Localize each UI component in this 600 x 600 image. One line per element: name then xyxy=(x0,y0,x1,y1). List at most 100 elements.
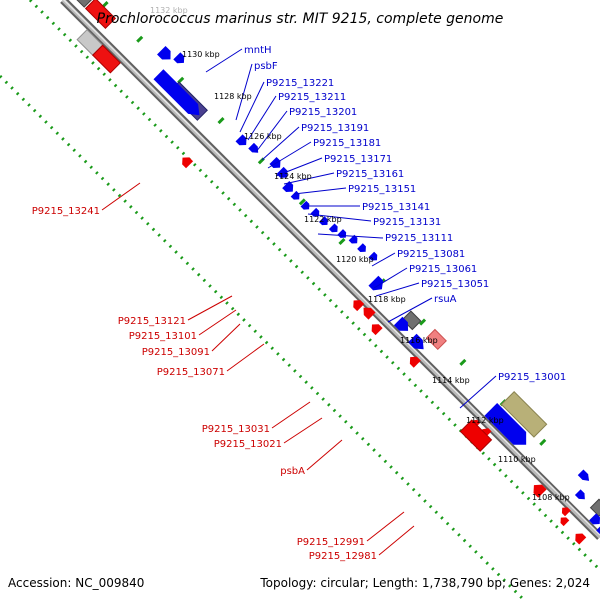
forward-gene-small-1[interactable] xyxy=(157,45,171,60)
gene-label-P9215_13081[interactable]: P9215_13081 xyxy=(397,249,465,260)
forward-gene-13-shape[interactable] xyxy=(368,251,378,261)
reverse-gene-13241-shape[interactable] xyxy=(182,157,194,169)
forward-gene-0-shape[interactable] xyxy=(235,134,247,146)
forward-gene-13[interactable] xyxy=(368,251,378,261)
gene-label-psbF[interactable]: psbF xyxy=(254,61,278,72)
forward-gene-mntH[interactable] xyxy=(153,69,200,116)
misc-feature-13001[interactable] xyxy=(500,391,548,438)
reverse-gene-13101[interactable] xyxy=(363,307,376,320)
gene-label-psbA[interactable]: psbA xyxy=(280,466,305,477)
gene-label-P9215_13221[interactable]: P9215_13221 xyxy=(266,78,334,89)
gene-label-P9215_13181[interactable]: P9215_13181 xyxy=(313,138,381,149)
reverse-gene-13121-shape[interactable] xyxy=(353,300,365,312)
forward-gene-5[interactable] xyxy=(290,190,300,200)
gene-label-P9215_13061[interactable]: P9215_13061 xyxy=(409,264,477,275)
forward-gene-br-2[interactable] xyxy=(574,489,585,500)
gene-label-P9215_13151[interactable]: P9215_13151 xyxy=(348,184,416,195)
reverse-feature-rsuA[interactable] xyxy=(425,328,447,351)
forward-gene-10[interactable] xyxy=(337,229,347,238)
forward-gene-13001[interactable] xyxy=(484,403,527,445)
forward-gene-br-4-shape[interactable] xyxy=(596,522,600,535)
gene-label-P9215_13141[interactable]: P9215_13141 xyxy=(362,202,430,213)
reverse-gene-12991-shape[interactable] xyxy=(533,484,547,498)
reverse-gene-13071[interactable] xyxy=(409,356,421,368)
reverse-leader-7 xyxy=(306,439,343,471)
reverse-gene-12971-shape[interactable] xyxy=(575,533,587,545)
gene-label-P9215_13101[interactable]: P9215_13101 xyxy=(129,331,197,342)
forward-gene-1-shape[interactable] xyxy=(248,142,259,153)
forward-gene-13051[interactable] xyxy=(408,333,424,350)
gene-label-P9215_13241[interactable]: P9215_13241 xyxy=(32,206,100,217)
reverse-gene-13241[interactable] xyxy=(182,157,194,169)
gene-label-P9215_13001[interactable]: P9215_13001 xyxy=(498,372,566,383)
forward-gene-12-shape[interactable] xyxy=(357,243,366,253)
forward-gene-br-2-shape[interactable] xyxy=(574,489,585,500)
gene-label-P9215_13071[interactable]: P9215_13071 xyxy=(157,367,225,378)
forward-gene-13061[interactable] xyxy=(393,316,409,331)
forward-gene-12[interactable] xyxy=(357,243,366,253)
forward-gene-14[interactable] xyxy=(368,275,384,291)
forward-gene-4[interactable] xyxy=(282,181,294,192)
gene-label-P9215_13211[interactable]: P9215_13211 xyxy=(278,92,346,103)
forward-gene-br-1-shape[interactable] xyxy=(577,469,590,481)
forward-gene-10-shape[interactable] xyxy=(337,229,347,238)
forward-gene-11-shape[interactable] xyxy=(348,234,358,244)
reverse-gene-12975[interactable] xyxy=(561,507,571,517)
forward-gene-6[interactable] xyxy=(300,200,310,210)
forward-gene-13051-shape[interactable] xyxy=(408,333,424,350)
gene-label-P9215_13091[interactable]: P9215_13091 xyxy=(142,347,210,358)
gene-label-P9215_13131[interactable]: P9215_13131 xyxy=(373,217,441,228)
forward-gene-small-1-shape[interactable] xyxy=(157,45,171,60)
gene-label-P9215_13031[interactable]: P9215_13031 xyxy=(202,424,270,435)
reverse-gene-12981[interactable] xyxy=(560,517,570,527)
forward-gene-8[interactable] xyxy=(318,216,328,226)
gene-label-P9215_13121[interactable]: P9215_13121 xyxy=(118,316,186,327)
forward-gene-9[interactable] xyxy=(328,223,338,233)
reverse-gene-12991[interactable] xyxy=(533,484,547,498)
forward-gene-13001-shape[interactable] xyxy=(484,403,527,445)
forward-gene-13061-shape[interactable] xyxy=(393,316,409,331)
reverse-gene-13071-shape[interactable] xyxy=(409,356,421,368)
gene-label-P9215_13161[interactable]: P9215_13161 xyxy=(336,169,404,180)
reverse-gene-13091[interactable] xyxy=(371,324,383,336)
gene-label-P9215_13021[interactable]: P9215_13021 xyxy=(214,439,282,450)
gene-label-P9215_12991[interactable]: P9215_12991 xyxy=(297,537,365,548)
forward-gene-4-shape[interactable] xyxy=(282,181,294,192)
forward-gene-6-shape[interactable] xyxy=(300,200,310,210)
gene-label-P9215_13171[interactable]: P9215_13171 xyxy=(324,154,392,165)
gene-label-mntH[interactable]: mntH xyxy=(244,45,272,56)
forward-gene-9-shape[interactable] xyxy=(328,223,338,233)
reverse-feature-top-1[interactable] xyxy=(84,0,117,29)
forward-gene-br-4[interactable] xyxy=(596,522,600,535)
reverse-gene-13101-shape[interactable] xyxy=(363,307,376,320)
rna-feature-top-1[interactable] xyxy=(69,0,94,8)
forward-gene-14-shape[interactable] xyxy=(368,275,384,291)
gene-label-P9215_13051[interactable]: P9215_13051 xyxy=(421,279,489,290)
gene-label-P9215_13191[interactable]: P9215_13191 xyxy=(301,123,369,134)
forward-leader-11 xyxy=(307,213,372,222)
forward-gene-small-2-shape[interactable] xyxy=(173,52,185,64)
reverse-feature-top-2[interactable] xyxy=(91,44,121,74)
forward-gene-br-1[interactable] xyxy=(577,469,590,481)
forward-gene-8-shape[interactable] xyxy=(318,216,328,226)
gene-label-P9215_12981[interactable]: P9215_12981 xyxy=(309,551,377,562)
gene-label-P9215_13111[interactable]: P9215_13111 xyxy=(385,233,453,244)
gene-label-rsuA[interactable]: rsuA xyxy=(434,294,457,305)
forward-gene-5-shape[interactable] xyxy=(290,190,300,200)
reverse-gene-12971[interactable] xyxy=(575,533,587,545)
rna-feature-bottom[interactable] xyxy=(589,498,600,517)
forward-gene-11[interactable] xyxy=(348,234,358,244)
reverse-gene-psbA[interactable] xyxy=(459,419,493,452)
reverse-gene-12981-shape[interactable] xyxy=(560,517,570,527)
forward-gene-mntH-shape[interactable] xyxy=(153,69,200,116)
gene-label-P9215_13201[interactable]: P9215_13201 xyxy=(289,107,357,118)
forward-gene-small-2[interactable] xyxy=(173,52,185,64)
reverse-gene-13091-shape[interactable] xyxy=(371,324,383,336)
reverse-gene-13121[interactable] xyxy=(353,300,365,312)
reverse-gene-12975-shape[interactable] xyxy=(561,507,571,517)
rna-feature-mid[interactable] xyxy=(401,310,422,331)
forward-gene-br-3[interactable] xyxy=(589,513,600,525)
forward-gene-br-3-shape[interactable] xyxy=(589,513,600,525)
forward-gene-0[interactable] xyxy=(235,134,247,146)
forward-gene-1[interactable] xyxy=(248,142,259,153)
